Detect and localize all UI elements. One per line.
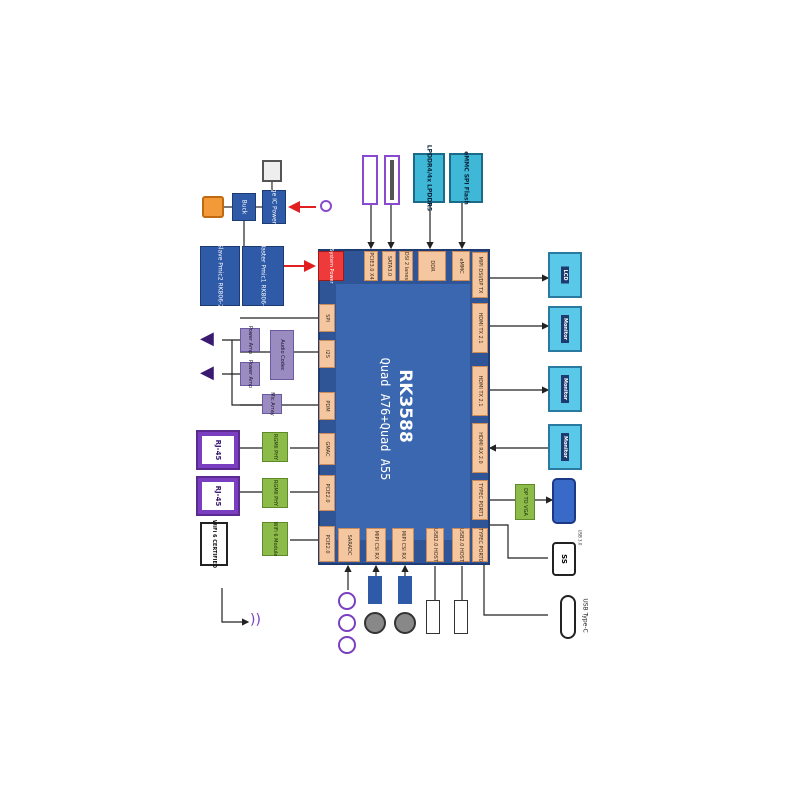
usb3-ss-port: SS bbox=[552, 542, 576, 576]
lpddr-block: LPDDR4/4x LPDDR5 bbox=[413, 145, 445, 211]
usb-typec-port-icon bbox=[560, 595, 576, 639]
buttons-icon bbox=[338, 592, 358, 654]
port-emmc: eMMC bbox=[452, 251, 470, 281]
port-typec-1: TYPEC PORT1 bbox=[472, 480, 488, 520]
usb3-label: USB 3.0 bbox=[577, 529, 583, 546]
slave-pmic-block: Slave Pmic2 RK806-2 bbox=[200, 244, 240, 308]
battery-icon bbox=[262, 160, 282, 182]
port-hdmi-rx: HDMI RX 2.0 bbox=[472, 423, 488, 473]
sata-connector-icon bbox=[390, 160, 394, 200]
monitor-1-display: Monitor bbox=[548, 306, 582, 352]
charge-ic-block: Charge IC Power Path bbox=[262, 175, 286, 239]
mic-array-block: Mic Array bbox=[262, 392, 282, 416]
rj45-2-port: RJ-45 bbox=[196, 476, 240, 516]
master-pmic-block: Master Pmic1 RK806-2 bbox=[242, 242, 284, 310]
port-spi: SPI bbox=[319, 304, 335, 332]
wifi-signal-icon: )) bbox=[250, 612, 261, 628]
port-hdmi-tx-2: HDMI TX 2.1 bbox=[472, 366, 488, 416]
soc-cores: Quad A76+Quad A55 bbox=[378, 357, 392, 481]
rgmii-phy-2-block: RGMII PHY bbox=[262, 478, 288, 508]
pcie-slot-icon bbox=[362, 155, 378, 205]
port-ddr: DDR bbox=[418, 251, 446, 281]
camera-module-1-icon bbox=[368, 576, 382, 604]
port-usb2-host-1: USB2.0 HOST bbox=[426, 528, 444, 562]
emmc-block: eMMC SPI Flash bbox=[449, 151, 483, 205]
soc-core-area bbox=[336, 284, 470, 540]
sata-slot-icon bbox=[384, 155, 400, 205]
usb-typec-label: USB Type-C bbox=[581, 598, 589, 633]
usb2-host-2-port-icon bbox=[454, 600, 468, 634]
buck-block: Buck bbox=[232, 193, 256, 221]
camera-module-2-icon bbox=[398, 576, 412, 604]
port-mipi-csi-2: MIPI CSI RX bbox=[392, 528, 414, 562]
power-amp-2-block: Power Amp bbox=[240, 360, 260, 388]
port-dsi: DSI 2 lanes bbox=[399, 251, 413, 281]
camera-lens-2-icon bbox=[394, 612, 416, 634]
wifi-module-block: WiFi 6 Module bbox=[262, 522, 288, 556]
port-gmac: GMAC bbox=[319, 433, 335, 465]
monitor-3-display: Monitor bbox=[548, 424, 582, 470]
rj45-1-port: RJ-45 bbox=[196, 430, 240, 470]
port-system-power: System Power bbox=[318, 248, 344, 284]
lcd-display: LCD bbox=[548, 252, 582, 298]
port-hdmi-tx-1: HDMI TX 2.1 bbox=[472, 303, 488, 353]
monitor-2-display: Monitor bbox=[548, 366, 582, 412]
soc-name: RK3588 bbox=[395, 369, 415, 443]
vga-connector-icon bbox=[552, 478, 576, 524]
dc-jack-icon bbox=[320, 200, 332, 212]
port-pcie2-a: PCIE2.0 bbox=[319, 475, 335, 511]
usb2-host-1-port-icon bbox=[426, 600, 440, 634]
port-mipi-csi-1: MIPI CSI RX bbox=[366, 528, 386, 562]
port-saradc: SARADC bbox=[338, 528, 360, 562]
power-adapter-icon bbox=[202, 196, 224, 218]
port-pcie2-b: PCIE2.0 bbox=[319, 526, 335, 562]
audio-codec-block: Audio Codec bbox=[270, 330, 294, 380]
wifi6-badge: WiFi 6 CERTIFIED bbox=[200, 520, 228, 568]
port-i2s: I2S bbox=[319, 340, 335, 368]
port-mipi-dsi: MIPI DSI/DP TX bbox=[472, 252, 488, 298]
port-typec-0: TYPEC PORT0 bbox=[472, 528, 488, 562]
port-pcie3: PCIE3.0 X4 bbox=[364, 251, 378, 281]
speaker-2-icon: ◀ bbox=[200, 362, 214, 383]
port-usb2-host-2: USB2.0 HOST bbox=[452, 528, 470, 562]
camera-lens-1-icon bbox=[364, 612, 386, 634]
speaker-1-icon: ◀ bbox=[200, 328, 214, 349]
dp-to-vga-block: DP TO VGA bbox=[515, 484, 535, 520]
port-sata3: SATA3.0 bbox=[382, 251, 396, 281]
rgmii-phy-1-block: RGMII PHY bbox=[262, 432, 288, 462]
power-amp-1-block: Power Amp bbox=[240, 326, 260, 354]
port-pdm: PDM bbox=[319, 392, 335, 420]
